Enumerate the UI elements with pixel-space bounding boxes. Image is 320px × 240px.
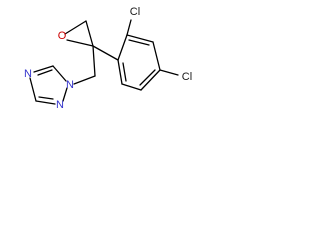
ring-bond-c6-c1 (117, 59, 123, 85)
ring-bond-c3-c4 (152, 41, 161, 71)
chlorine-ortho-label: Cl (130, 6, 140, 18)
bond-ch2-c (85, 20, 94, 47)
ring-bond-c2-c3 (126, 34, 154, 43)
oxygen-label: O (58, 30, 67, 42)
bond-c-aryl (92, 45, 119, 61)
oxirane-ring (64, 20, 94, 47)
bond-ch2-n1 (73, 75, 96, 85)
ring-bond-c6-c1-double (122, 62, 127, 82)
triazole-bond-c3-n2 (35, 100, 56, 105)
bond-o-ch2 (64, 20, 87, 35)
triazole-bond-n1-c5 (52, 65, 67, 82)
chlorine-para-label: Cl (182, 71, 192, 83)
triazole-bond-c5-n4 (33, 65, 54, 73)
ring-bond-c4-c5 (140, 69, 161, 91)
nitrogen-2-label: N (56, 99, 64, 111)
dichlorophenyl-ring (117, 34, 161, 91)
triazole-bond-c5-n4-double (37, 69, 53, 76)
molecule-structure-diagram: O N N N Cl Cl (24, 6, 192, 111)
bond-c-ch2 (92, 45, 96, 77)
bond-c2-cl (126, 19, 132, 36)
ring-bond-c5-c6 (121, 83, 142, 91)
triazole-bond-n2-n1 (62, 87, 68, 102)
triazole-bond-n4-c3 (29, 77, 37, 102)
ring-bond-c1-c2 (117, 34, 128, 61)
triazole-bond-c3-n2-double (38, 96, 54, 100)
triazole-ring (29, 65, 68, 105)
ring-bond-c3-c3-double (128, 39, 150, 46)
nitrogen-1-label: N (66, 79, 74, 91)
bond-c4-cl (159, 69, 179, 76)
nitrogen-4-label: N (24, 68, 32, 80)
ring-bond-c4-c5-double (139, 69, 156, 86)
bond-c-o (66, 39, 94, 47)
